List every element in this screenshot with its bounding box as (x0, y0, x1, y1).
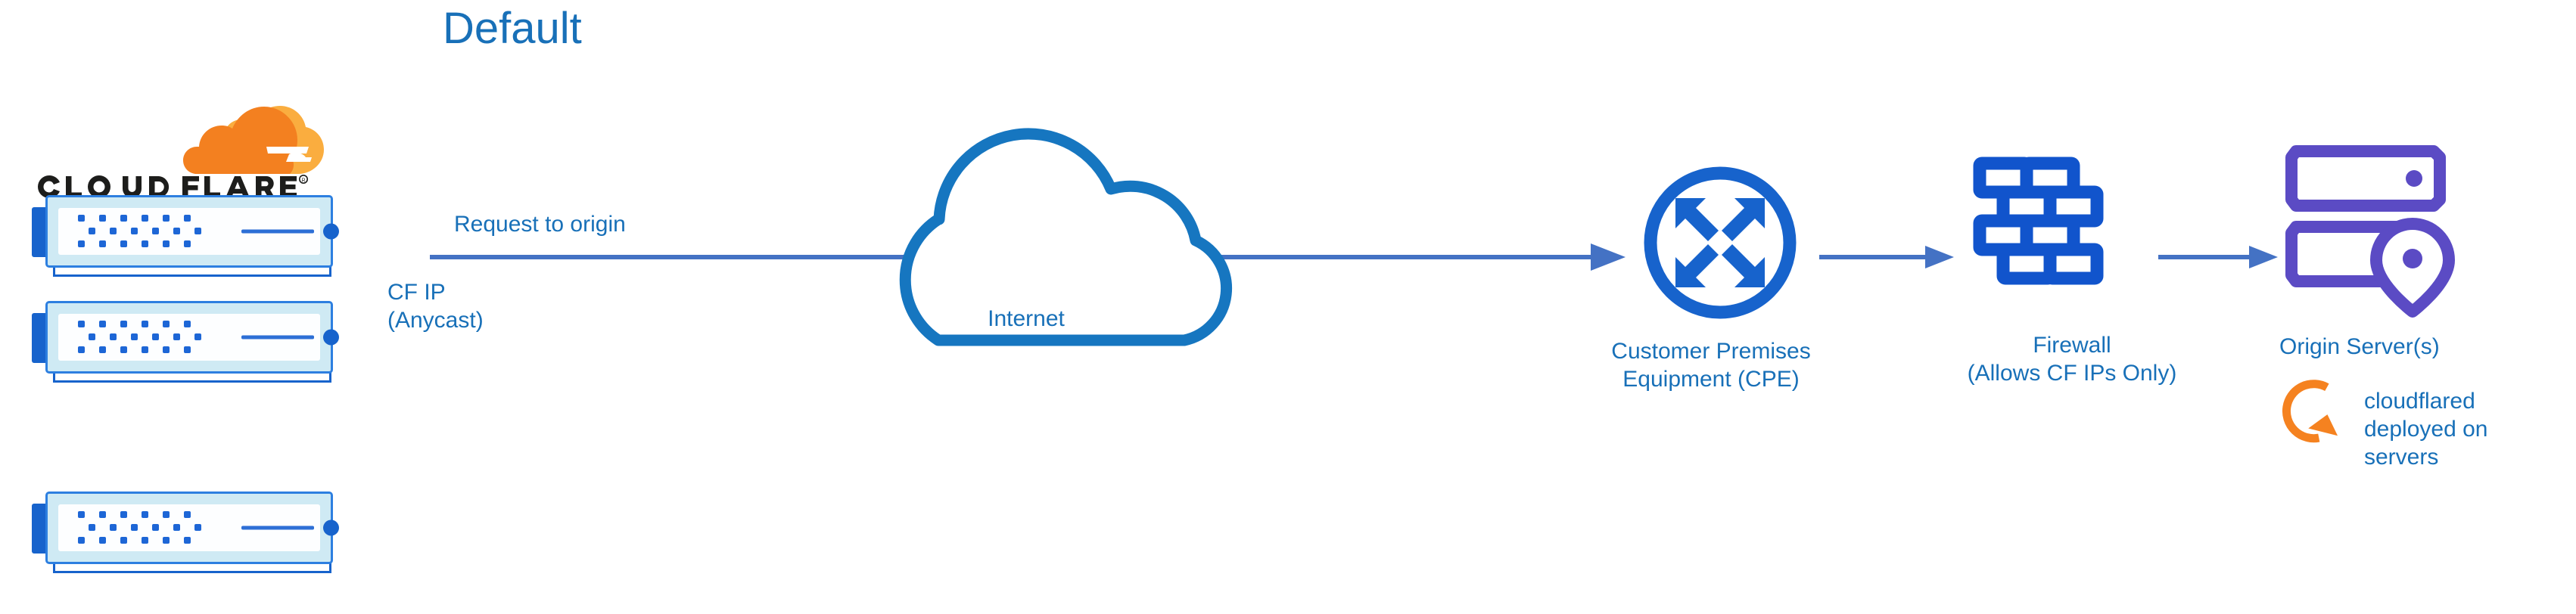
cloudflare-logo: R (35, 104, 353, 199)
server-faceplate (58, 208, 339, 255)
internet-label: Internet (988, 306, 1065, 331)
cloudflared-line-3: servers (2364, 445, 2439, 470)
server-status-dot (323, 519, 339, 536)
server-faceplate (58, 504, 339, 551)
cpe-label-line-2: Equipment (CPE) (1622, 367, 1800, 392)
server-vent-holes-icon (78, 321, 201, 353)
cf-server-unit-3 (14, 484, 339, 581)
server-status-line (241, 335, 314, 340)
cloudflare-wordmark: R (38, 175, 308, 199)
cpe-label: Customer Premises Equipment (CPE) (1548, 337, 1874, 393)
firewall-label-line-1: Firewall (2033, 333, 2111, 358)
connector-cpe-to-firewall-arrowhead (1925, 246, 1954, 268)
firewall-label-line-2: (Allows CF IPs Only) (1967, 361, 2177, 386)
brick-wall-icon (1973, 157, 2104, 285)
cf-ip-anycast-label: CF IP (Anycast) (387, 278, 484, 334)
cloudflare-cloud-mark-icon (183, 106, 324, 174)
server-chassis (45, 492, 339, 564)
cf-server-unit-1 (14, 188, 339, 284)
server-vent-holes-icon (78, 511, 201, 544)
internet-cloud-icon (899, 128, 1233, 346)
server-status-dot (323, 329, 339, 346)
request-to-origin-label: Request to origin (454, 212, 626, 237)
origin-server-label: Origin Server(s) (2279, 334, 2440, 359)
cf-ip-line-2: (Anycast) (387, 308, 484, 333)
server-faceplate (58, 314, 339, 361)
server-status-line (241, 229, 314, 234)
server-chassis (45, 301, 339, 374)
svg-text:R: R (301, 178, 305, 183)
server-status-dot (323, 223, 339, 240)
cpe-label-line-1: Customer Premises (1611, 339, 1811, 364)
cloudflared-line-2: deployed on (2364, 417, 2488, 442)
sync-arrow-icon (2282, 380, 2338, 443)
router-icon (1644, 166, 1797, 319)
cloudflared-line-1: cloudflared (2364, 389, 2475, 414)
cf-server-unit-2 (14, 293, 339, 390)
page-title: Default (443, 4, 582, 53)
cf-ip-line-1: CF IP (387, 280, 446, 305)
connector-cpe-to-firewall-line (1819, 255, 1928, 259)
origin-server-icon (2285, 145, 2455, 318)
server-vent-holes-icon (78, 215, 201, 247)
server-chassis (45, 195, 339, 268)
server-status-line (241, 526, 314, 530)
cloudflared-note-label: cloudflared deployed on servers (2364, 387, 2538, 471)
firewall-label: Firewall (Allows CF IPs Only) (1913, 331, 2231, 387)
connector-firewall-to-origin-arrowhead (2249, 246, 2278, 268)
connector-edge-to-cpe-arrowhead (1591, 243, 1626, 271)
connector-firewall-to-origin-line (2158, 255, 2252, 259)
